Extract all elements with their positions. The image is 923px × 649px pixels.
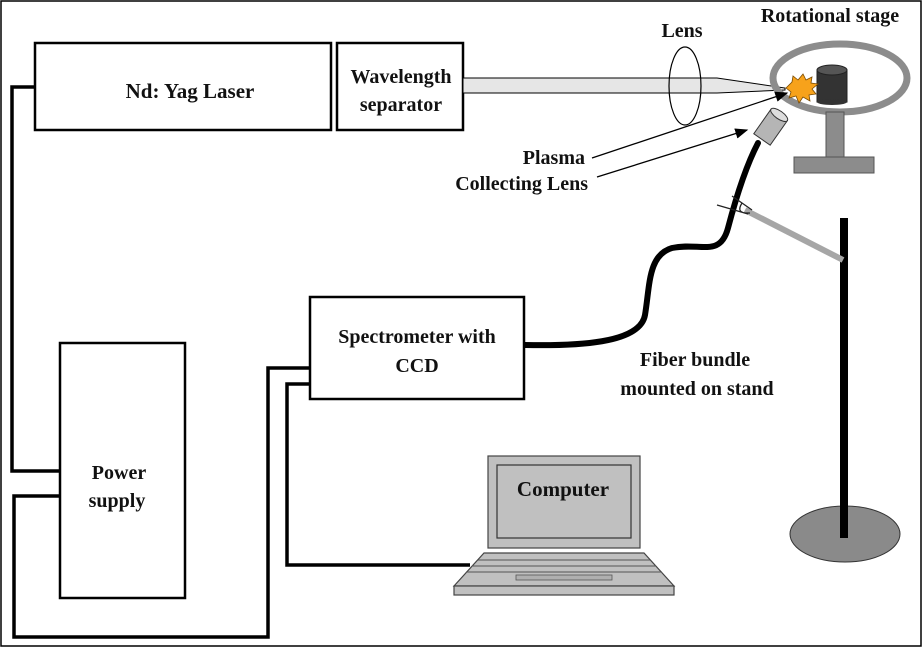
stage-label: Rotational stage (761, 5, 899, 27)
nd-yag-laser: Nd: Yag Laser (33, 41, 333, 132)
laser-power-cable (10, 85, 60, 473)
computer-data-cable (285, 382, 470, 567)
laptop-computer-icon: Computer (452, 455, 676, 596)
plasma-pointer-arrow (591, 91, 789, 159)
wavelength-separator: Wavelength separator (335, 41, 465, 132)
rotational-stage: Rotational stage (761, 5, 911, 174)
collecting-lens-head (753, 107, 789, 146)
power-label-line1: Power (92, 462, 147, 484)
collecting-lens-pointer-arrow (596, 128, 749, 178)
laser-label: Nd: Yag Laser (126, 79, 255, 103)
power-label-line2: supply (89, 490, 146, 512)
spectrometer-power-cable (12, 366, 310, 639)
separator-label-line1: Wavelength (350, 66, 451, 88)
computer-label: Computer (517, 477, 609, 501)
fiber-bundle-cable (522, 140, 761, 349)
power-cables (10, 85, 470, 639)
stand-arm (743, 207, 845, 263)
power-supply: Power supply (58, 341, 187, 600)
focusing-lens (668, 46, 702, 126)
laser-beam (462, 77, 786, 94)
lens-label: Lens (661, 20, 702, 42)
spectrometer-ccd: Spectrometer with CCD (308, 295, 526, 401)
fiber-label-line1: Fiber bundle (640, 349, 750, 371)
fiber-clamp (716, 195, 753, 215)
spectrometer-label-line1: Spectrometer with (338, 326, 496, 348)
plasma-label: Plasma (523, 147, 585, 169)
spectrometer-label-line2: CCD (395, 355, 438, 377)
stand-pole (840, 218, 848, 538)
fiber-label-line2: mounted on stand (620, 378, 773, 400)
collecting-lens-label: Collecting Lens (455, 173, 588, 195)
fiber-stand (716, 195, 901, 563)
plasma-spark-icon (785, 73, 819, 104)
separator-label-line2: separator (360, 94, 442, 116)
